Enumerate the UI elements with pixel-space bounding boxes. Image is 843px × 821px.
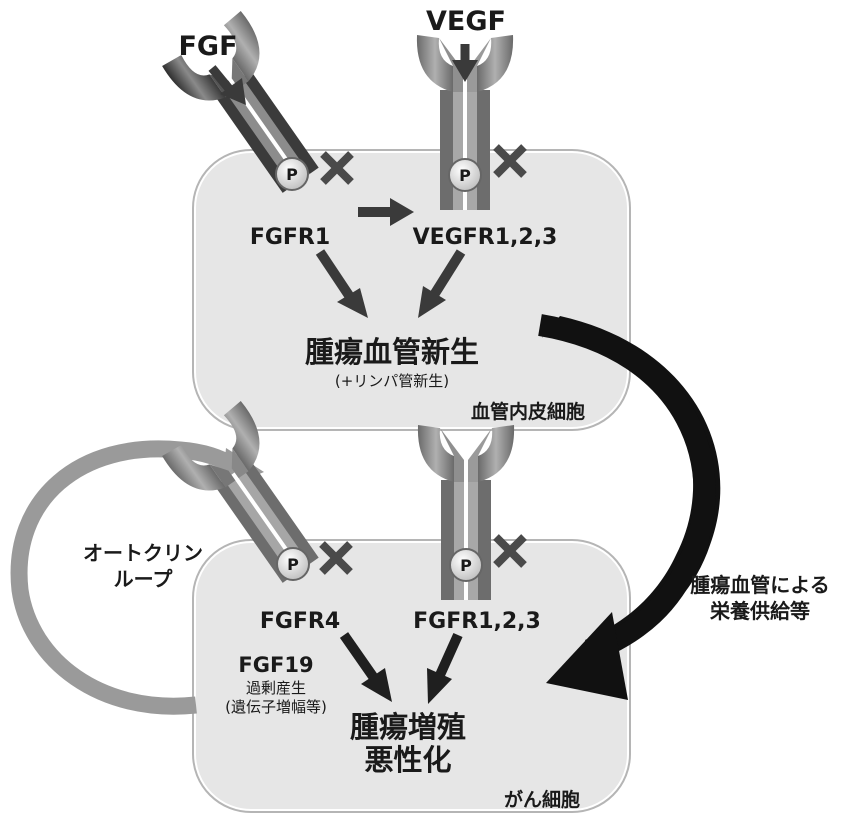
nutrient-supply-arrowhead xyxy=(546,612,628,700)
autocrine-loop-arrow xyxy=(10,440,237,715)
fgfr123-x-mark xyxy=(493,534,527,568)
fgfr123-label: FGFR1,2,3 xyxy=(413,609,541,634)
fgf19-gene-amplification-label: (遺伝子増幅等) xyxy=(225,698,327,716)
vegf-ligand-arrow xyxy=(452,44,478,82)
fgfr4-x-mark xyxy=(319,541,353,575)
angiogenesis-label: 腫瘍血管新生 xyxy=(305,335,479,369)
fgfr4-to-proliferation-arrow xyxy=(339,632,392,702)
malignancy-label: 悪性化 xyxy=(364,743,451,777)
fgf-ligand-label: FGF xyxy=(178,31,237,62)
lymphangiogenesis-label: (+リンパ管新生) xyxy=(335,372,449,390)
proliferation-label: 腫瘍増殖 xyxy=(350,710,466,744)
vegf-ligand-label: VEGF xyxy=(426,6,506,37)
fgfr1-to-vegfr-arrow xyxy=(358,198,414,226)
autocrine-label-line1: オートクリン xyxy=(83,541,203,565)
fgf19-overproduction-label: 過剰産生 xyxy=(246,679,306,697)
endothelial-cell-name: 血管内皮細胞 xyxy=(471,400,585,423)
autocrine-label-line2: ループ xyxy=(114,567,174,591)
vegfr-phosphate-label: P xyxy=(459,166,471,185)
fgfr4-phosphate xyxy=(276,547,310,581)
fgfr1-to-angiogenesis-arrow xyxy=(315,249,368,318)
vegfr-label: VEGFR1,2,3 xyxy=(413,225,558,250)
vegfr-to-angiogenesis-arrow xyxy=(418,249,466,318)
supply-label-line2: 栄養供給等 xyxy=(709,599,810,623)
cancer-cell-name: がん細胞 xyxy=(504,788,580,811)
fgfr1-phosphate xyxy=(275,157,309,191)
vegfr-phosphate xyxy=(448,158,482,192)
supply-label-line1: 腫瘍血管による xyxy=(690,573,829,597)
cancer-cell-border xyxy=(192,539,631,813)
fgfr1-x-mark xyxy=(320,151,354,185)
fgfr123-phosphate xyxy=(449,548,483,582)
fgfr1-label: FGFR1 xyxy=(250,225,330,250)
endothelial-cell-border xyxy=(192,149,631,431)
nutrient-supply-arrow-body xyxy=(538,314,716,659)
fgfr4-phosphate-label: P xyxy=(287,555,299,574)
fgfr123-to-proliferation-arrow xyxy=(427,632,463,704)
fgfr123-phosphate-label: P xyxy=(460,556,472,575)
fgfr123-receptor xyxy=(417,425,515,600)
vegfr-x-mark xyxy=(493,144,527,178)
fgfr4-label: FGFR4 xyxy=(260,609,340,634)
fgf-ligand-arrow xyxy=(208,65,246,105)
fgf19-label: FGF19 xyxy=(238,653,313,677)
fgfr1-phosphate-label: P xyxy=(286,165,298,184)
